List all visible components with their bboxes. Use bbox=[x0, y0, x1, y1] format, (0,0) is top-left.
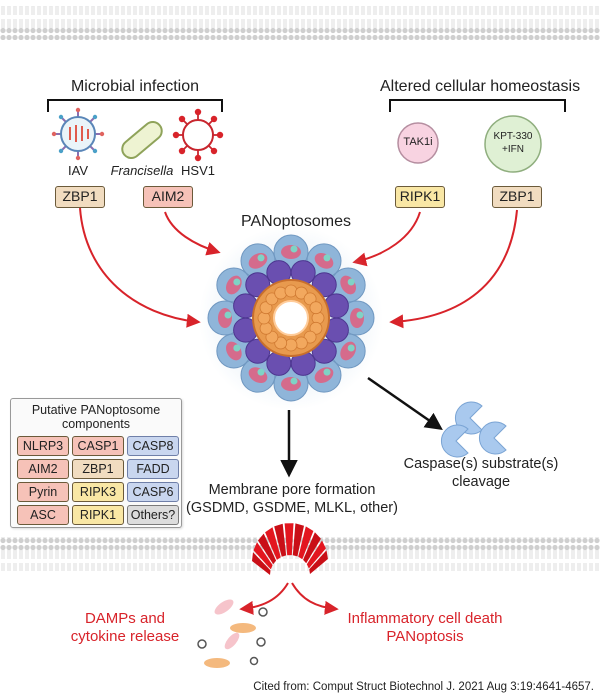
pore-subunit bbox=[306, 540, 326, 569]
components-title-line1: Putative PANoptosome bbox=[31, 403, 161, 417]
hsv1-virus-icon bbox=[172, 108, 224, 162]
pore-subunit bbox=[298, 526, 314, 560]
complex-core-bead bbox=[259, 321, 273, 335]
citation-text: Cited from: Comput Struct Biotechnol J. … bbox=[253, 681, 594, 693]
francisella-label: Francisella bbox=[110, 163, 174, 178]
component-casp8: CASP8 bbox=[127, 436, 179, 456]
complex-subunit bbox=[306, 357, 342, 393]
component-ripk3: RIPK3 bbox=[72, 482, 124, 502]
component-casp6: CASP6 bbox=[127, 482, 179, 502]
pore-subunit bbox=[284, 523, 294, 556]
complex-core-bead bbox=[257, 311, 271, 325]
homeostasis-bracket bbox=[389, 99, 566, 112]
complex-subunit bbox=[207, 300, 243, 336]
panoptosome-complex bbox=[199, 226, 383, 410]
tak1i-label: TAK1i bbox=[403, 136, 433, 148]
complex-core-bead bbox=[294, 336, 308, 350]
pore-subunit bbox=[309, 550, 328, 574]
membrane-pore bbox=[252, 523, 328, 575]
arrow-to-cell-death bbox=[291, 582, 339, 615]
complex-core-bead bbox=[311, 311, 325, 325]
component-others: Others? bbox=[127, 505, 179, 525]
zbp1-sensor-left: ZBP1 bbox=[55, 186, 105, 208]
complex-subunit bbox=[240, 243, 276, 279]
complex-core-bead bbox=[284, 338, 298, 352]
complex-core-bead bbox=[284, 284, 298, 298]
pore-formation-label-2: (GSDMD, GSDME, MLKL, other) bbox=[186, 500, 398, 516]
complex-core-bead bbox=[274, 336, 288, 350]
microbial-infection-title: Microbial infection bbox=[70, 78, 200, 95]
complex-subunit bbox=[273, 366, 309, 402]
ifn-label: +IFN bbox=[502, 144, 524, 155]
complex-core-bead bbox=[259, 301, 273, 315]
pore-subunit bbox=[252, 552, 271, 575]
top-membrane bbox=[0, 6, 600, 40]
complex-core-bead bbox=[309, 321, 323, 335]
complex-core-bead bbox=[274, 286, 288, 300]
component-zbp1: ZBP1 bbox=[72, 459, 124, 479]
complex-core-bead bbox=[294, 286, 308, 300]
cell-death-label-1: Inflammatory cell death bbox=[347, 610, 503, 627]
zbp1-sensor-right: ZBP1 bbox=[492, 186, 542, 208]
pore-subunit bbox=[292, 523, 304, 557]
arrow-zbp1-left bbox=[79, 207, 201, 328]
caspase-cleavage-label-2: cleavage bbox=[451, 474, 511, 490]
panoptosomes-title: PANoptosomes bbox=[241, 213, 351, 230]
component-asc: ASC bbox=[17, 505, 69, 525]
kpt330-label: KPT-330 bbox=[493, 131, 533, 142]
complex-core-bead bbox=[265, 330, 279, 344]
component-ripk1: RIPK1 bbox=[72, 505, 124, 525]
ripk1-sensor: RIPK1 bbox=[395, 186, 445, 208]
arrow-ripk1 bbox=[352, 211, 421, 267]
arrow-zbp1-right bbox=[389, 209, 518, 329]
arrow-to-damps bbox=[239, 582, 289, 615]
complex-subunit bbox=[306, 243, 342, 279]
damps-label-2: cytokine release bbox=[70, 628, 180, 645]
complex-core-bead bbox=[303, 292, 317, 306]
caspase-cleavage-label-1: Caspase(s) substrate(s) bbox=[403, 456, 559, 472]
complex-subunit bbox=[339, 300, 375, 336]
pore-subunit bbox=[303, 532, 321, 564]
complex-subunit bbox=[330, 267, 366, 303]
damps-particles bbox=[197, 599, 268, 668]
pore-formation-label-1: Membrane pore formation bbox=[208, 482, 376, 498]
francisella-bacterium-icon bbox=[121, 121, 163, 159]
caspase-substrate-icon bbox=[440, 401, 507, 458]
components-title-line2: components bbox=[61, 417, 131, 431]
kpt330-ifn-circle bbox=[484, 115, 542, 173]
complex-subunit bbox=[273, 234, 309, 270]
complex-core-bead bbox=[265, 292, 279, 306]
homeostasis-title: Altered cellular homeostasis bbox=[380, 78, 581, 95]
iav-label: IAV bbox=[68, 163, 88, 178]
pore-subunit bbox=[265, 527, 281, 560]
arrow-to-caspase bbox=[367, 376, 443, 430]
complex-subunit bbox=[216, 333, 252, 369]
complex-core-bead bbox=[303, 330, 317, 344]
cell-death-label-2: PANoptosis bbox=[386, 628, 464, 645]
aim2-sensor: AIM2 bbox=[143, 186, 193, 208]
damps-label-1: DAMPs and bbox=[84, 610, 166, 627]
component-nlrp3: NLRP3 bbox=[17, 436, 69, 456]
component-fadd: FADD bbox=[127, 459, 179, 479]
component-pyrin: Pyrin bbox=[17, 482, 69, 502]
pore-subunit bbox=[253, 542, 273, 570]
pore-subunit bbox=[258, 533, 277, 565]
hsv1-label: HSV1 bbox=[181, 163, 215, 178]
component-aim2: AIM2 bbox=[17, 459, 69, 479]
iav-virus-icon bbox=[51, 107, 105, 161]
arrow-aim2 bbox=[164, 211, 221, 256]
complex-core-bead bbox=[309, 301, 323, 315]
component-casp1: CASP1 bbox=[72, 436, 124, 456]
components-box: Putative PANoptosome components NLRP3 CA… bbox=[10, 398, 182, 528]
tak1i-circle bbox=[397, 122, 439, 164]
microbial-bracket bbox=[47, 99, 223, 112]
pore-subunit bbox=[274, 523, 287, 557]
